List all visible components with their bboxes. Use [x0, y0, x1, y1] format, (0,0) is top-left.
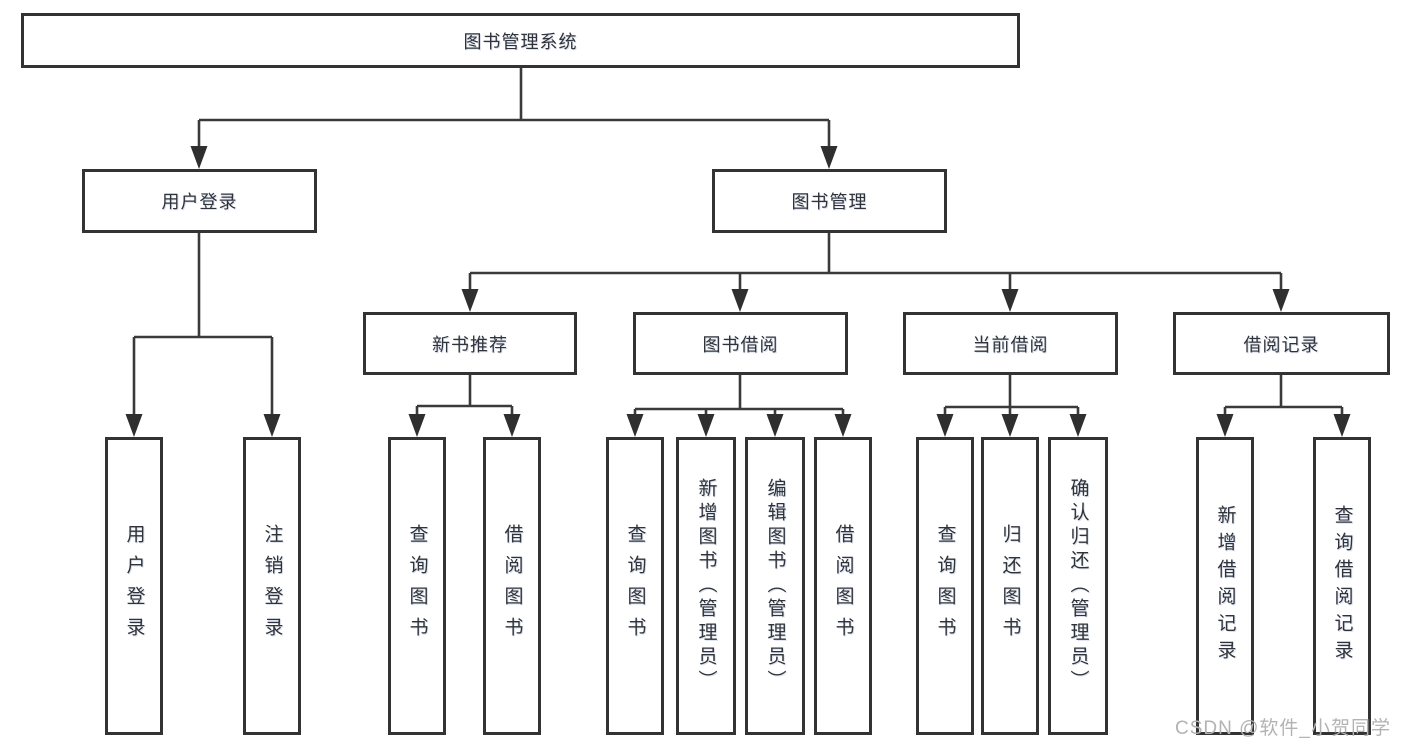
leaf-borrow-borrow-books: 借阅图书 — [814, 437, 872, 735]
leaf-borrow-edit-books-admin: 编辑图书（管理员） — [745, 437, 805, 735]
node-book-management: 图书管理 — [712, 169, 947, 233]
node-current-borrow: 当前借阅 — [903, 312, 1118, 375]
leaf-logout: 注销登录 — [243, 437, 301, 735]
leaf-records-add-record: 新增借阅记录 — [1196, 437, 1254, 735]
leaf-borrow-query-books: 查询图书 — [606, 437, 664, 735]
leaf-recommend-query-books: 查询图书 — [388, 437, 446, 735]
node-user-login: 用户登录 — [82, 169, 317, 233]
leaf-user-login: 用户登录 — [105, 437, 163, 735]
leaf-current-query-books: 查询图书 — [916, 437, 974, 735]
node-borrow-records: 借阅记录 — [1173, 312, 1390, 375]
node-book-borrow: 图书借阅 — [633, 312, 848, 375]
node-root: 图书管理系统 — [21, 13, 1020, 68]
leaf-current-return-books: 归还图书 — [981, 437, 1039, 735]
node-new-book-recommend: 新书推荐 — [363, 312, 577, 375]
leaf-recommend-borrow-books: 借阅图书 — [483, 437, 541, 735]
leaf-borrow-add-books-admin: 新增图书（管理员） — [676, 437, 736, 735]
leaf-current-confirm-return-admin: 确认归还（管理员） — [1048, 437, 1108, 735]
leaf-records-query-record: 查询借阅记录 — [1313, 437, 1371, 735]
csdn-watermark: CSDN @软件_小贺同学 — [1175, 718, 1391, 739]
